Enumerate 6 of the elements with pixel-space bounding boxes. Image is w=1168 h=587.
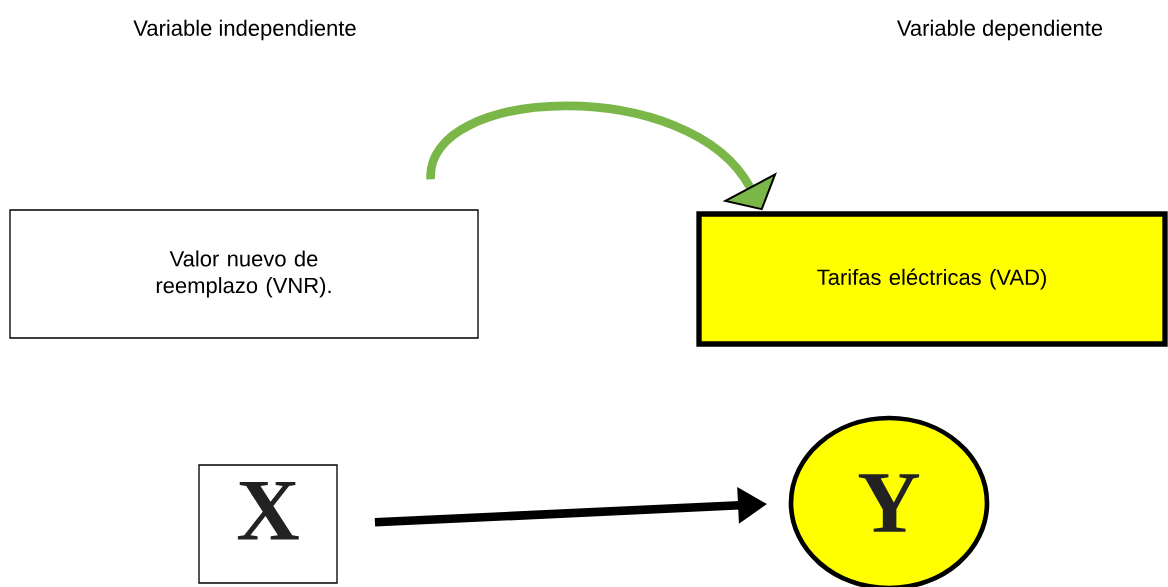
arrow	[426, 101, 777, 211]
heading-label: Variable dependiente	[896, 19, 1103, 41]
letter-box: X	[198, 464, 338, 584]
highlighted-box: Tarifas eléctricas (VAD)	[696, 211, 1168, 347]
text-box: Valor nuevo de reemplazo (VNR).	[9, 209, 479, 339]
heading-label: Variable independiente	[133, 19, 356, 41]
